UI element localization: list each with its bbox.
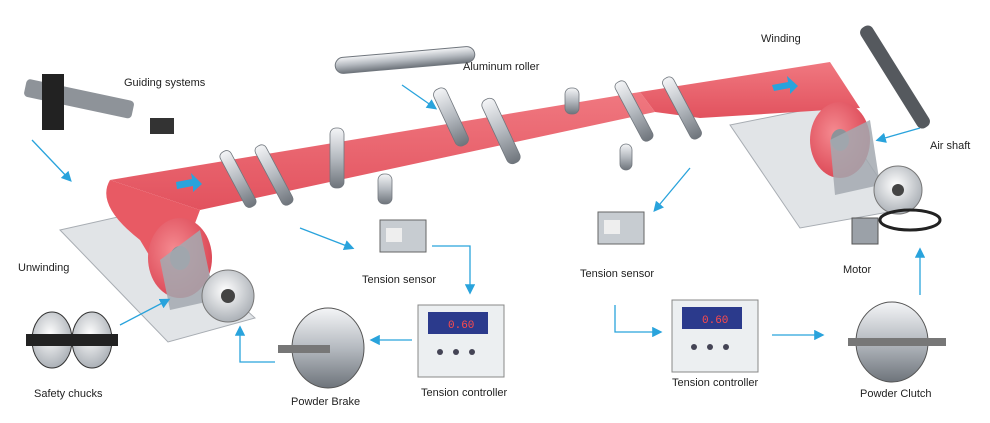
guiding-system-device <box>24 74 174 134</box>
label-winding: Winding <box>761 33 801 45</box>
display-left: 0.60 <box>448 320 474 332</box>
label-powder-brake: Powder Brake <box>291 396 361 408</box>
winding-roll <box>810 102 880 195</box>
tension-sensor-left-device <box>379 219 427 253</box>
label-motor: Motor <box>843 264 872 276</box>
powder-brake-disc <box>201 269 255 323</box>
label-tension-controller-right: Tension controller <box>672 377 759 389</box>
label-tension-controller-left: Tension controller <box>421 387 508 399</box>
tension-controller-left-device: 0.60 <box>417 304 505 378</box>
motor-unit <box>851 208 942 245</box>
safety-chucks-product <box>26 311 118 369</box>
display-right: 0.60 <box>702 315 728 327</box>
clutch-disc-winding <box>873 165 923 215</box>
web-film <box>106 62 860 290</box>
label-tension-sensor-left: Tension sensor <box>362 274 436 286</box>
label-air-shaft: Air shaft <box>930 140 971 152</box>
idler-rollers <box>219 76 702 208</box>
flow-arrow-icon <box>31 84 926 363</box>
aluminum-roller-product <box>334 46 476 74</box>
direction-arrow-icon <box>176 76 798 192</box>
unwind-roll <box>148 218 215 310</box>
label-powder-clutch: Powder Clutch <box>860 388 932 400</box>
powder-brake-product <box>278 307 365 389</box>
label-guiding-systems: Guiding systems <box>124 77 206 89</box>
label-aluminum-roller: Aluminum roller <box>463 61 540 73</box>
tension-sensor-right-device <box>597 211 645 245</box>
label-tension-sensor-right: Tension sensor <box>580 268 654 280</box>
label-unwinding: Unwinding <box>18 262 70 274</box>
tension-controller-right-device: 0.60 <box>671 299 759 373</box>
air-shaft-product <box>860 25 930 129</box>
label-safety-chucks: Safety chucks <box>34 388 103 400</box>
powder-clutch-product <box>848 301 946 383</box>
